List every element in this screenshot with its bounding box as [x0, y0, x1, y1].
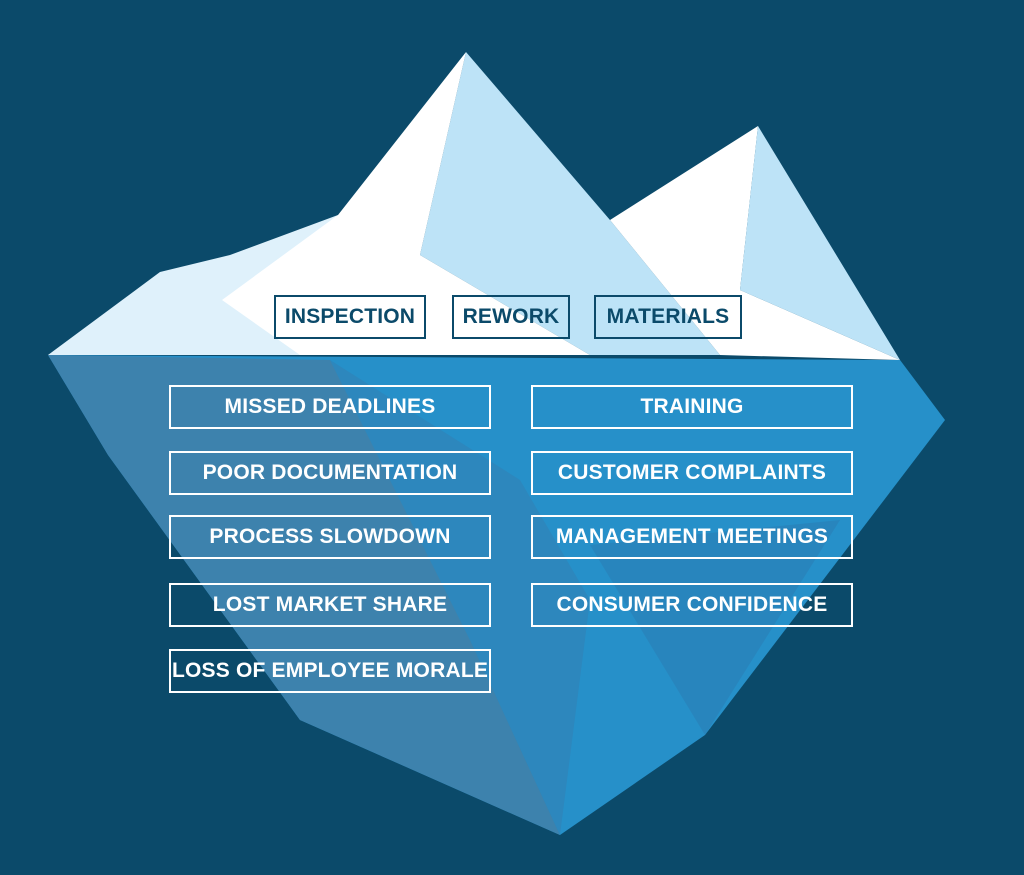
label-training: TRAINING: [531, 385, 853, 429]
label-materials: MATERIALS: [594, 295, 742, 339]
label-inspection: INSPECTION: [274, 295, 426, 339]
iceberg-tip-right-peak-light: [740, 126, 900, 360]
label-lost-market-share: LOST MARKET SHARE: [169, 583, 491, 627]
label-customer-complaints: CUSTOMER COMPLAINTS: [531, 451, 853, 495]
label-missed-deadlines: MISSED DEADLINES: [169, 385, 491, 429]
iceberg-tip-main-peak-white: [222, 52, 590, 355]
label-consumer-confidence: CONSUMER CONFIDENCE: [531, 583, 853, 627]
label-loss-of-employee-morale: LOSS OF EMPLOYEE MORALE: [169, 649, 491, 693]
iceberg-tip-right-peak-white: [610, 126, 900, 360]
label-management-meetings: MANAGEMENT MEETINGS: [531, 515, 853, 559]
iceberg-underwater-inner-facet: [330, 360, 590, 835]
iceberg-underwater-right-facet: [590, 520, 840, 735]
label-process-slowdown: PROCESS SLOWDOWN: [169, 515, 491, 559]
label-poor-documentation: POOR DOCUMENTATION: [169, 451, 491, 495]
iceberg-underwater-left-facet: [48, 355, 560, 835]
label-rework: REWORK: [452, 295, 570, 339]
iceberg-tip-main-peak-light: [420, 52, 720, 355]
